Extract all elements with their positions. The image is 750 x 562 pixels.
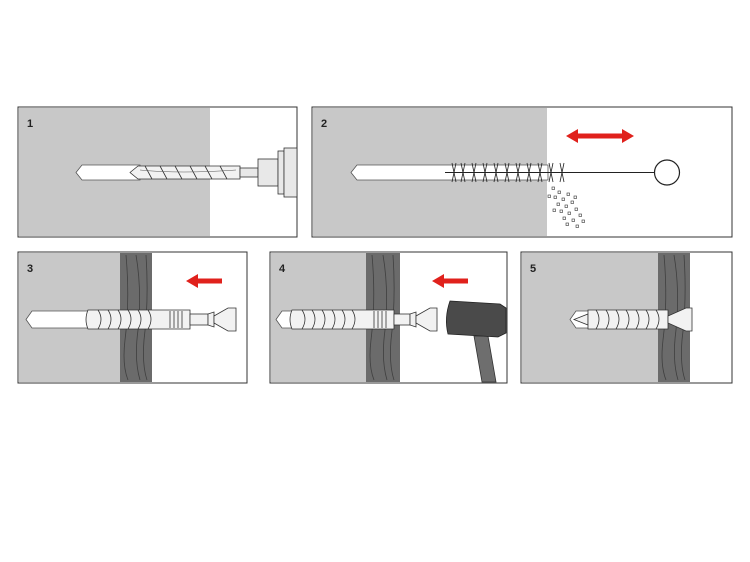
panel-step-5: 5 — [520, 251, 733, 384]
screw-icon — [572, 307, 693, 332]
drill-hole — [75, 164, 141, 181]
panel-step-3: 3 — [17, 251, 248, 384]
step-number: 2 — [321, 118, 327, 130]
dowel-icon — [289, 307, 438, 332]
step-number: 1 — [27, 118, 33, 130]
double-arrow-icon — [566, 129, 634, 143]
panel-step-2: 2 — [311, 106, 733, 238]
step-number: 4 — [279, 263, 286, 275]
panel-step-1: 1 — [17, 106, 298, 238]
brush-icon — [445, 159, 681, 186]
hammer-icon — [446, 300, 507, 383]
step-number: 3 — [27, 263, 33, 275]
left-arrow-icon — [432, 274, 468, 288]
step-number: 5 — [530, 263, 536, 275]
left-arrow-icon — [186, 274, 222, 288]
panel-step-4: 4 — [269, 251, 508, 384]
dust-particles — [547, 186, 585, 228]
drill-bit-icon — [129, 147, 298, 198]
dowel-icon — [85, 307, 237, 332]
